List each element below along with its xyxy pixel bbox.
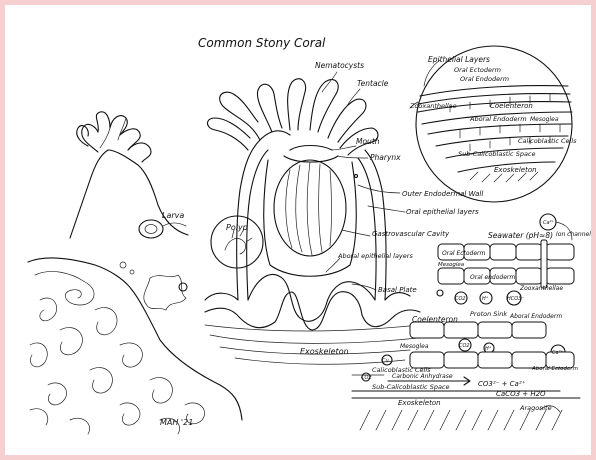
inset-label-sub-calicoblastic-space: Sub-Calicoblastic Space bbox=[458, 150, 536, 158]
ion-h-b: H⁺ bbox=[485, 346, 492, 352]
ion-hco3-a: HCO3⁻ bbox=[507, 296, 524, 302]
ion-h-a: H⁺ bbox=[482, 296, 489, 302]
inset-label-calicoblastic-cells: Calicoblastic Cells bbox=[518, 137, 577, 145]
panel-label-mesoglea-2: Mesoglea bbox=[400, 343, 429, 350]
inset-label-zooxanthellae: Zooxanthellae bbox=[409, 102, 457, 110]
panel-label-exoskeleton: Exoskeleton bbox=[398, 399, 441, 407]
inset-label-coelenteron: Coelenteron bbox=[490, 102, 533, 110]
inset-label-oral-ectoderm: Oral Ectoderm bbox=[454, 66, 501, 74]
panel-label-sub-calicoblastic-space: Sub-Calicoblastic Space bbox=[372, 383, 450, 391]
panel-label-aboral-endoderm: Aboral Endoderm bbox=[509, 313, 562, 320]
label-exoskeleton-polyp: Exoskeleton bbox=[300, 347, 349, 356]
ion-ca-top: Ca²⁺ bbox=[543, 220, 555, 226]
panel-label-mesoglea: Mesoglea bbox=[438, 262, 465, 268]
branching-coral-small bbox=[120, 262, 187, 310]
signature: MAH '21 bbox=[160, 418, 193, 427]
ion-co2-b: CO2 bbox=[459, 343, 470, 349]
inset-label-exoskeleton: Exoskeleton bbox=[494, 166, 537, 174]
label-pharynx: Pharynx bbox=[370, 153, 401, 162]
panel-label-coelenteron: Coelenteron bbox=[412, 315, 458, 324]
larva-label: Larva bbox=[162, 211, 184, 220]
ion-cu: Cu bbox=[382, 358, 389, 364]
panel-label-aboral-ectoderm: Aboral Ectoderm bbox=[531, 366, 578, 372]
panel-label-proton-sink: Proton Sink bbox=[470, 310, 507, 318]
panel-label-caco3-equation: CaCO3 + H2O bbox=[496, 390, 546, 398]
inset-label-aboral-endoderm: Aboral Endoderm bbox=[469, 115, 527, 123]
panel-label-aragonite: Aragonite bbox=[519, 404, 552, 412]
inset-label-oral-endoderm: Oral Endoderm bbox=[460, 75, 509, 83]
panel-label-ion-channel: Ion channel bbox=[556, 231, 591, 238]
label-oral-epithelial-layers: Oral epithelial layers bbox=[406, 208, 479, 216]
panel-label-co3-equation: CO3²⁻ + Ca²⁺ bbox=[478, 380, 526, 388]
ion-co2-c: CO2 bbox=[361, 375, 372, 381]
polyp-cross-section bbox=[205, 72, 420, 364]
panel-label-oral-endoderm: Oral endoderm bbox=[470, 274, 515, 281]
label-gastrovascular-cavity: Gastrovascular Cavity bbox=[372, 230, 450, 238]
larva-illustration bbox=[139, 220, 186, 238]
brain-coral-colony bbox=[28, 258, 242, 434]
inset-label-epithelial-layers: Epithelial Layers bbox=[428, 55, 490, 64]
label-mouth: Mouth bbox=[356, 137, 380, 146]
label-basal-plate: Basal Plate bbox=[378, 286, 417, 294]
label-tentacle: Tentacle bbox=[357, 79, 389, 88]
diagram-title: Common Stony Coral bbox=[198, 36, 326, 50]
panel-label-carbonic-anhydrase: Carbonic Anhydrase bbox=[392, 373, 453, 380]
panel-label-oral-ectoderm: Oral Ectoderm bbox=[442, 250, 486, 257]
ion-ca-b: Ca²⁺ bbox=[552, 350, 564, 356]
inset-label-mesoglea: Mesoglea bbox=[530, 116, 559, 123]
panel-label-zooxanthellae: Zooxanthellae bbox=[519, 285, 563, 292]
label-nematocysts: Nematocysts bbox=[315, 61, 364, 70]
label-outer-endodermal-wall: Outer Endodermal Wall bbox=[402, 190, 483, 198]
ion-co2-a: CO2 bbox=[455, 296, 466, 302]
label-aboral-epithelial-layers: Aboral epithelial layers bbox=[337, 252, 413, 260]
panel-label-seawater: Seawater (pH≈8) bbox=[488, 231, 553, 240]
